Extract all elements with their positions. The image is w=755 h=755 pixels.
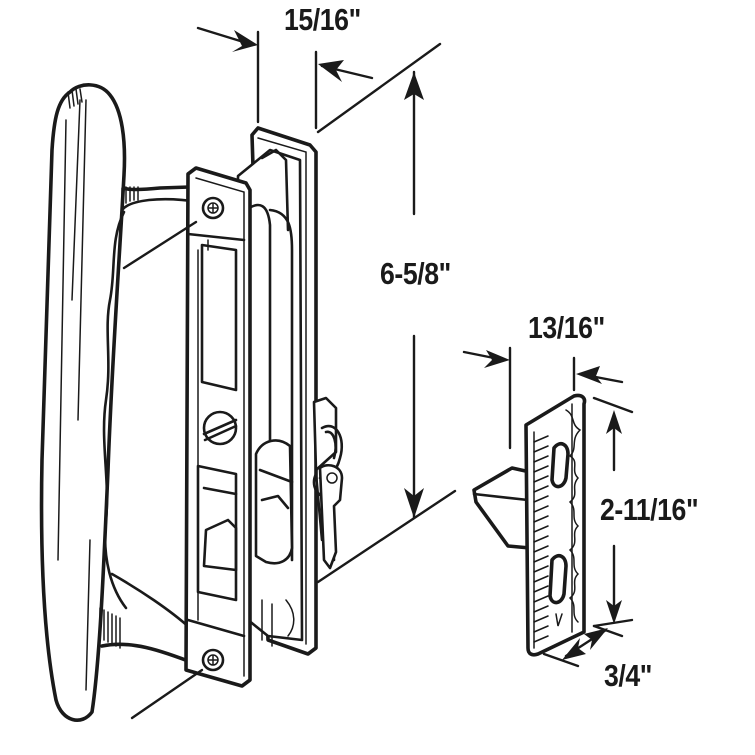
label-lock-width: 15/16" — [284, 2, 361, 37]
dimension-keeper-depth — [542, 624, 624, 668]
dimension-lock-height — [316, 42, 457, 584]
label-keeper-depth: 3/4" — [604, 658, 652, 693]
label-keeper-width: 13/16" — [528, 310, 605, 345]
key-cylinder-with-keys — [312, 396, 344, 570]
label-keeper-height: 2-11/16" — [600, 492, 699, 527]
leader-line — [122, 220, 198, 270]
leader-line — [130, 668, 204, 720]
label-lock-height: 6-5/8" — [380, 256, 451, 291]
dimension-lock-width — [196, 26, 374, 130]
keeper-strike — [472, 393, 587, 657]
screw-icon — [201, 196, 225, 220]
slotted-screw-icon — [202, 410, 238, 446]
dimension-keeper-height — [592, 396, 634, 628]
mortise-lock-body — [184, 126, 318, 688]
pull-handle — [39, 83, 222, 722]
dimension-keeper-width — [462, 346, 624, 450]
screw-icon — [201, 648, 225, 672]
